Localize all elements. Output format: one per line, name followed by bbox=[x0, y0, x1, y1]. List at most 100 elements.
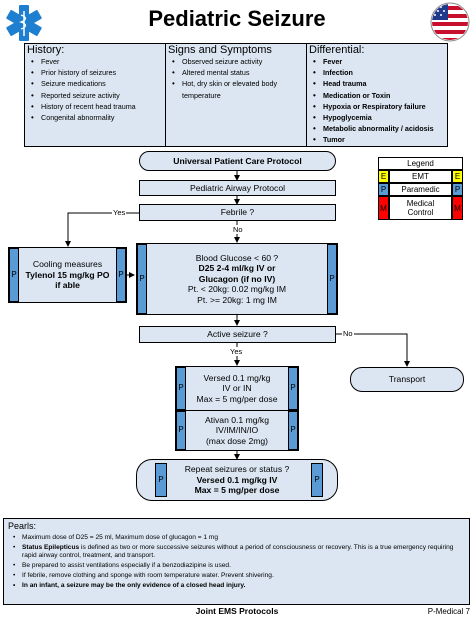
history-item: Fever bbox=[31, 56, 165, 67]
glucose-line-3: Glucagon (if no IV) bbox=[198, 273, 276, 284]
legend-code-medical: M bbox=[378, 196, 389, 220]
signs-item: Altered mental status bbox=[172, 67, 304, 78]
ativan-line-1: Ativan 0.1 mg/kg bbox=[204, 414, 269, 425]
legend-title: Legend bbox=[378, 157, 463, 170]
transport-node[interactable]: Transport bbox=[350, 367, 464, 392]
versed-line-2: IV or IN bbox=[222, 383, 252, 394]
cooling-line-2: Tylenol 15 mg/kg PO bbox=[25, 269, 110, 280]
history-heading: History: bbox=[27, 44, 65, 56]
info-divider-2 bbox=[306, 43, 307, 147]
glucose-line-1: Blood Glucose < 60 ? bbox=[195, 252, 279, 263]
differential-item: Hypoxia or Respiratory failure bbox=[313, 101, 447, 112]
legend-label-paramedic: Paramedic bbox=[389, 183, 452, 196]
febrile-label: Febrile ? bbox=[220, 207, 255, 218]
blood-glucose-node: P P Blood Glucose < 60 ? D25 2-4 ml/kg I… bbox=[136, 243, 338, 315]
active-seizure-decision: Active seizure ? bbox=[139, 326, 336, 343]
history-item: Congenital abnormality bbox=[31, 112, 165, 123]
active-yes-label: Yes bbox=[229, 347, 244, 356]
flag-seal-logo bbox=[430, 2, 470, 42]
star-of-life-logo bbox=[4, 3, 44, 43]
paramedic-marker: P bbox=[116, 248, 126, 302]
legend-code-medical: M bbox=[452, 196, 463, 220]
glucose-line-4: Pt. < 20kg: 0.02 mg/kg IM bbox=[187, 284, 287, 295]
repeat-line-2: Versed 0.1 mg/kg IV bbox=[196, 474, 278, 485]
history-item: Seizure medications bbox=[31, 78, 165, 89]
airway-protocol-label: Pediatric Airway Protocol bbox=[189, 182, 286, 193]
history-section: History: Fever Prior history of seizures… bbox=[27, 44, 165, 123]
airway-protocol-node[interactable]: Pediatric Airway Protocol bbox=[139, 180, 336, 196]
ativan-node: P P Ativan 0.1 mg/kg IV/IM/IN/IO (max do… bbox=[175, 410, 299, 451]
history-list: Fever Prior history of seizures Seizure … bbox=[27, 56, 165, 123]
differential-section: Differential: Fever Infection Head traum… bbox=[309, 44, 447, 146]
status-epilepticus-definition: is defined as two or more successive sei… bbox=[22, 543, 454, 560]
pearls-item: In an infant, a seizure may be the only … bbox=[13, 582, 465, 591]
febrile-yes-label: Yes bbox=[112, 208, 127, 217]
signs-item: Observed seizure activity bbox=[172, 56, 304, 67]
paramedic-marker: P bbox=[311, 463, 323, 497]
signs-item: Hot, dry skin or elevated body temperatu… bbox=[172, 78, 304, 100]
paramedic-marker: P bbox=[176, 411, 186, 450]
differential-item: Metabolic abnormality / acidosis bbox=[313, 123, 447, 134]
differential-item: Fever bbox=[313, 56, 447, 67]
paramedic-marker: P bbox=[327, 244, 337, 314]
differential-heading: Differential: bbox=[309, 44, 365, 56]
febrile-decision: Febrile ? bbox=[139, 204, 336, 221]
universal-protocol-node[interactable]: Universal Patient Care Protocol bbox=[139, 151, 336, 171]
repeat-seizure-node: P P Repeat seizures or status ? Versed 0… bbox=[136, 459, 338, 501]
differential-list: Fever Infection Head trauma Medication o… bbox=[309, 56, 447, 146]
legend-code-emt: E bbox=[378, 170, 389, 183]
paramedic-marker: P bbox=[288, 411, 298, 450]
legend-label-medical: Medical Control bbox=[389, 196, 452, 220]
repeat-line-1: Repeat seizures or status ? bbox=[184, 464, 290, 475]
versed-node: P P Versed 0.1 mg/kg IV or IN Max = 5 mg… bbox=[175, 366, 299, 411]
febrile-no-label: No bbox=[232, 225, 244, 234]
pearls-item: Be prepared to assist ventilations espec… bbox=[13, 562, 465, 571]
active-no-label: No bbox=[342, 329, 354, 338]
pearls-item: Status Epilepticus is defined as two or … bbox=[13, 543, 465, 561]
paramedic-marker: P bbox=[137, 244, 147, 314]
active-seizure-label: Active seizure ? bbox=[207, 329, 268, 340]
ativan-line-2: IV/IM/IN/IO bbox=[215, 425, 259, 436]
history-item: Reported seizure activity bbox=[31, 90, 165, 101]
versed-line-1: Versed 0.1 mg/kg bbox=[203, 372, 271, 383]
footer-title: Joint EMS Protocols bbox=[195, 606, 279, 616]
paramedic-marker: P bbox=[9, 248, 19, 302]
ativan-line-3: (max dose 2mg) bbox=[205, 435, 269, 446]
history-item: History of recent head trauma bbox=[31, 101, 165, 112]
signs-section: Signs and Symptoms Observed seizure acti… bbox=[168, 44, 304, 101]
legend-code-paramedic: P bbox=[452, 183, 463, 196]
paramedic-marker: P bbox=[288, 367, 298, 410]
pearls-item: If febrile, remove clothing and sponge w… bbox=[13, 572, 465, 581]
paramedic-marker: P bbox=[155, 463, 167, 497]
universal-protocol-label: Universal Patient Care Protocol bbox=[173, 155, 302, 166]
legend-code-emt: E bbox=[452, 170, 463, 183]
signs-heading: Signs and Symptoms bbox=[168, 44, 272, 56]
pearls-heading: Pearls: bbox=[8, 521, 37, 531]
page-title: Pediatric Seizure bbox=[148, 6, 326, 31]
cooling-measures-node: P P Cooling measures Tylenol 15 mg/kg PO… bbox=[8, 247, 127, 303]
differential-item: Tumor bbox=[313, 134, 447, 145]
cooling-line-1: Cooling measures bbox=[32, 259, 103, 270]
differential-item: Medication or Toxin bbox=[313, 90, 447, 101]
info-divider-1 bbox=[165, 43, 166, 147]
pearls-list: Maximum dose of D25 = 25 ml, Maximum dos… bbox=[8, 534, 465, 590]
paramedic-marker: P bbox=[176, 367, 186, 410]
cooling-line-3: if able bbox=[55, 280, 80, 291]
legend-code-paramedic: P bbox=[378, 183, 389, 196]
legend-label-emt: EMT bbox=[389, 170, 452, 183]
differential-item: Head trauma bbox=[313, 78, 447, 89]
glucose-line-5: Pt. >= 20kg: 1 mg IM bbox=[197, 294, 277, 305]
versed-line-3: Max = 5 mg/per dose bbox=[196, 393, 278, 404]
legend: Legend E EMT E P Paramedic P M Medical C… bbox=[378, 157, 463, 220]
pearls-box: Pearls: Maximum dose of D25 = 25 ml, Max… bbox=[3, 518, 470, 605]
transport-label: Transport bbox=[388, 374, 426, 385]
pearls-item: Maximum dose of D25 = 25 ml, Maximum dos… bbox=[13, 534, 465, 543]
repeat-line-3: Max = 5 mg/per dose bbox=[194, 485, 280, 496]
footer-page-id: P-Medical 7 bbox=[427, 607, 470, 616]
differential-item: Hypoglycemia bbox=[313, 112, 447, 123]
differential-item: Infection bbox=[313, 67, 447, 78]
history-item: Prior history of seizures bbox=[31, 67, 165, 78]
glucose-line-2: D25 2-4 ml/kg IV or bbox=[198, 263, 276, 274]
status-epilepticus-term: Status Epilepticus bbox=[22, 543, 80, 551]
signs-list: Observed seizure activity Altered mental… bbox=[168, 56, 304, 101]
